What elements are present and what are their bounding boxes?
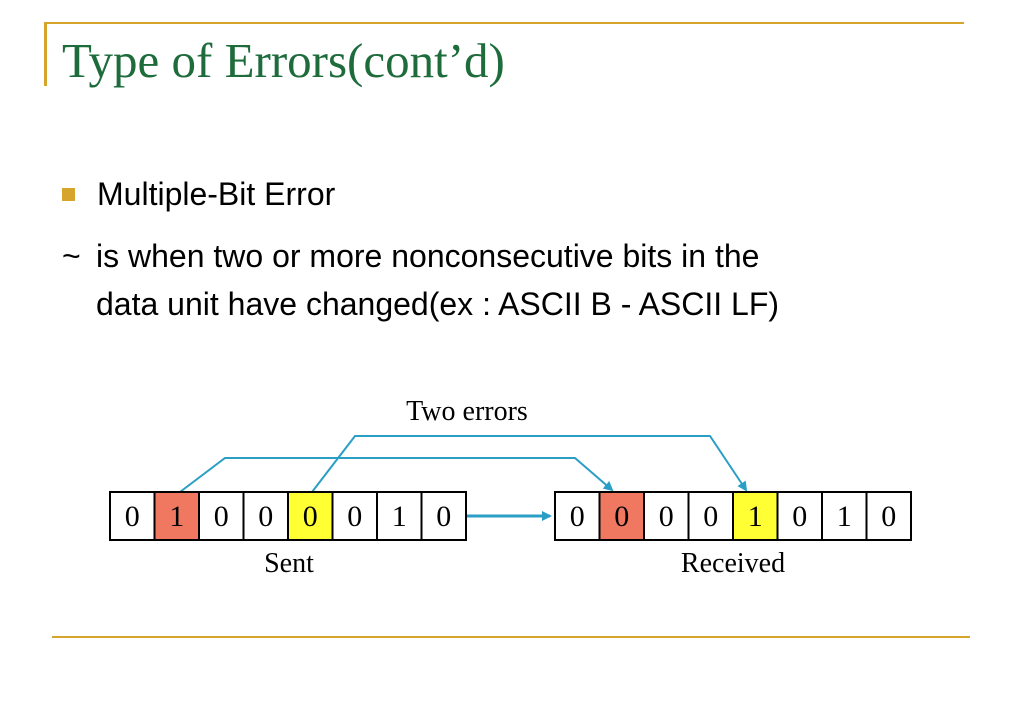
sent-bit-cell (198, 491, 245, 541)
sent-bit-cell (376, 491, 423, 541)
sent-bit-cell (242, 491, 289, 541)
sent-bit-value: 1 (169, 500, 184, 533)
sent-bit-value: 0 (436, 500, 451, 533)
received-bit-value: 0 (659, 500, 674, 533)
sent-bit-value: 0 (303, 500, 318, 533)
received-bit-value: 0 (881, 500, 896, 533)
received-bit-cell (821, 491, 868, 541)
sent-bit-value: 0 (258, 500, 273, 533)
slide-title: Type of Errors(cont’d) (62, 33, 505, 88)
received-bit-cell (687, 491, 734, 541)
received-bit-value: 1 (748, 500, 763, 533)
two-errors-label: Two errors (406, 396, 528, 427)
received-bit-value: 0 (703, 500, 718, 533)
sub-point-text-1: is when two or more nonconsecutive bits … (96, 238, 760, 274)
sent-bit-cell (109, 491, 156, 541)
left-rule (44, 22, 47, 86)
received-bit-cell (865, 491, 912, 541)
sent-label: Sent (264, 548, 314, 579)
bullet-text: Multiple-Bit Error (97, 176, 336, 212)
received-bit-value: 1 (837, 500, 852, 533)
sent-bit-cell (331, 491, 378, 541)
received-bit-value: 0 (792, 500, 807, 533)
sent-bit-cell (287, 491, 334, 541)
received-bit-cell (554, 491, 601, 541)
bottom-rule (52, 636, 970, 638)
sub-point-line-1: ~ is when two or more nonconsecutive bits… (62, 232, 779, 280)
received-bit-value: 0 (614, 500, 629, 533)
top-rule (47, 22, 964, 24)
bullet-item: Multiple-Bit Error (62, 176, 335, 213)
sent-bit-value: 1 (392, 500, 407, 533)
received-bit-cell (732, 491, 779, 541)
received-bit-cell (776, 491, 823, 541)
error-arrow-2 (311, 435, 748, 493)
error-arrow-1 (179, 457, 614, 493)
received-bit-value: 0 (570, 500, 585, 533)
tilde-marker: ~ (62, 238, 81, 274)
received-bit-cell (643, 491, 690, 541)
sent-bit-value: 0 (125, 500, 140, 533)
sent-bit-value: 0 (214, 500, 229, 533)
sent-bit-value: 0 (347, 500, 362, 533)
sent-bit-cell (420, 491, 467, 541)
sub-point-line-2: data unit have changed(ex : ASCII B - AS… (96, 286, 780, 322)
sub-point: ~ is when two or more nonconsecutive bits… (62, 232, 779, 328)
square-bullet-icon (62, 188, 75, 201)
received-label: Received (681, 548, 785, 579)
received-bit-cell (598, 491, 645, 541)
sent-bit-cell (153, 491, 200, 541)
